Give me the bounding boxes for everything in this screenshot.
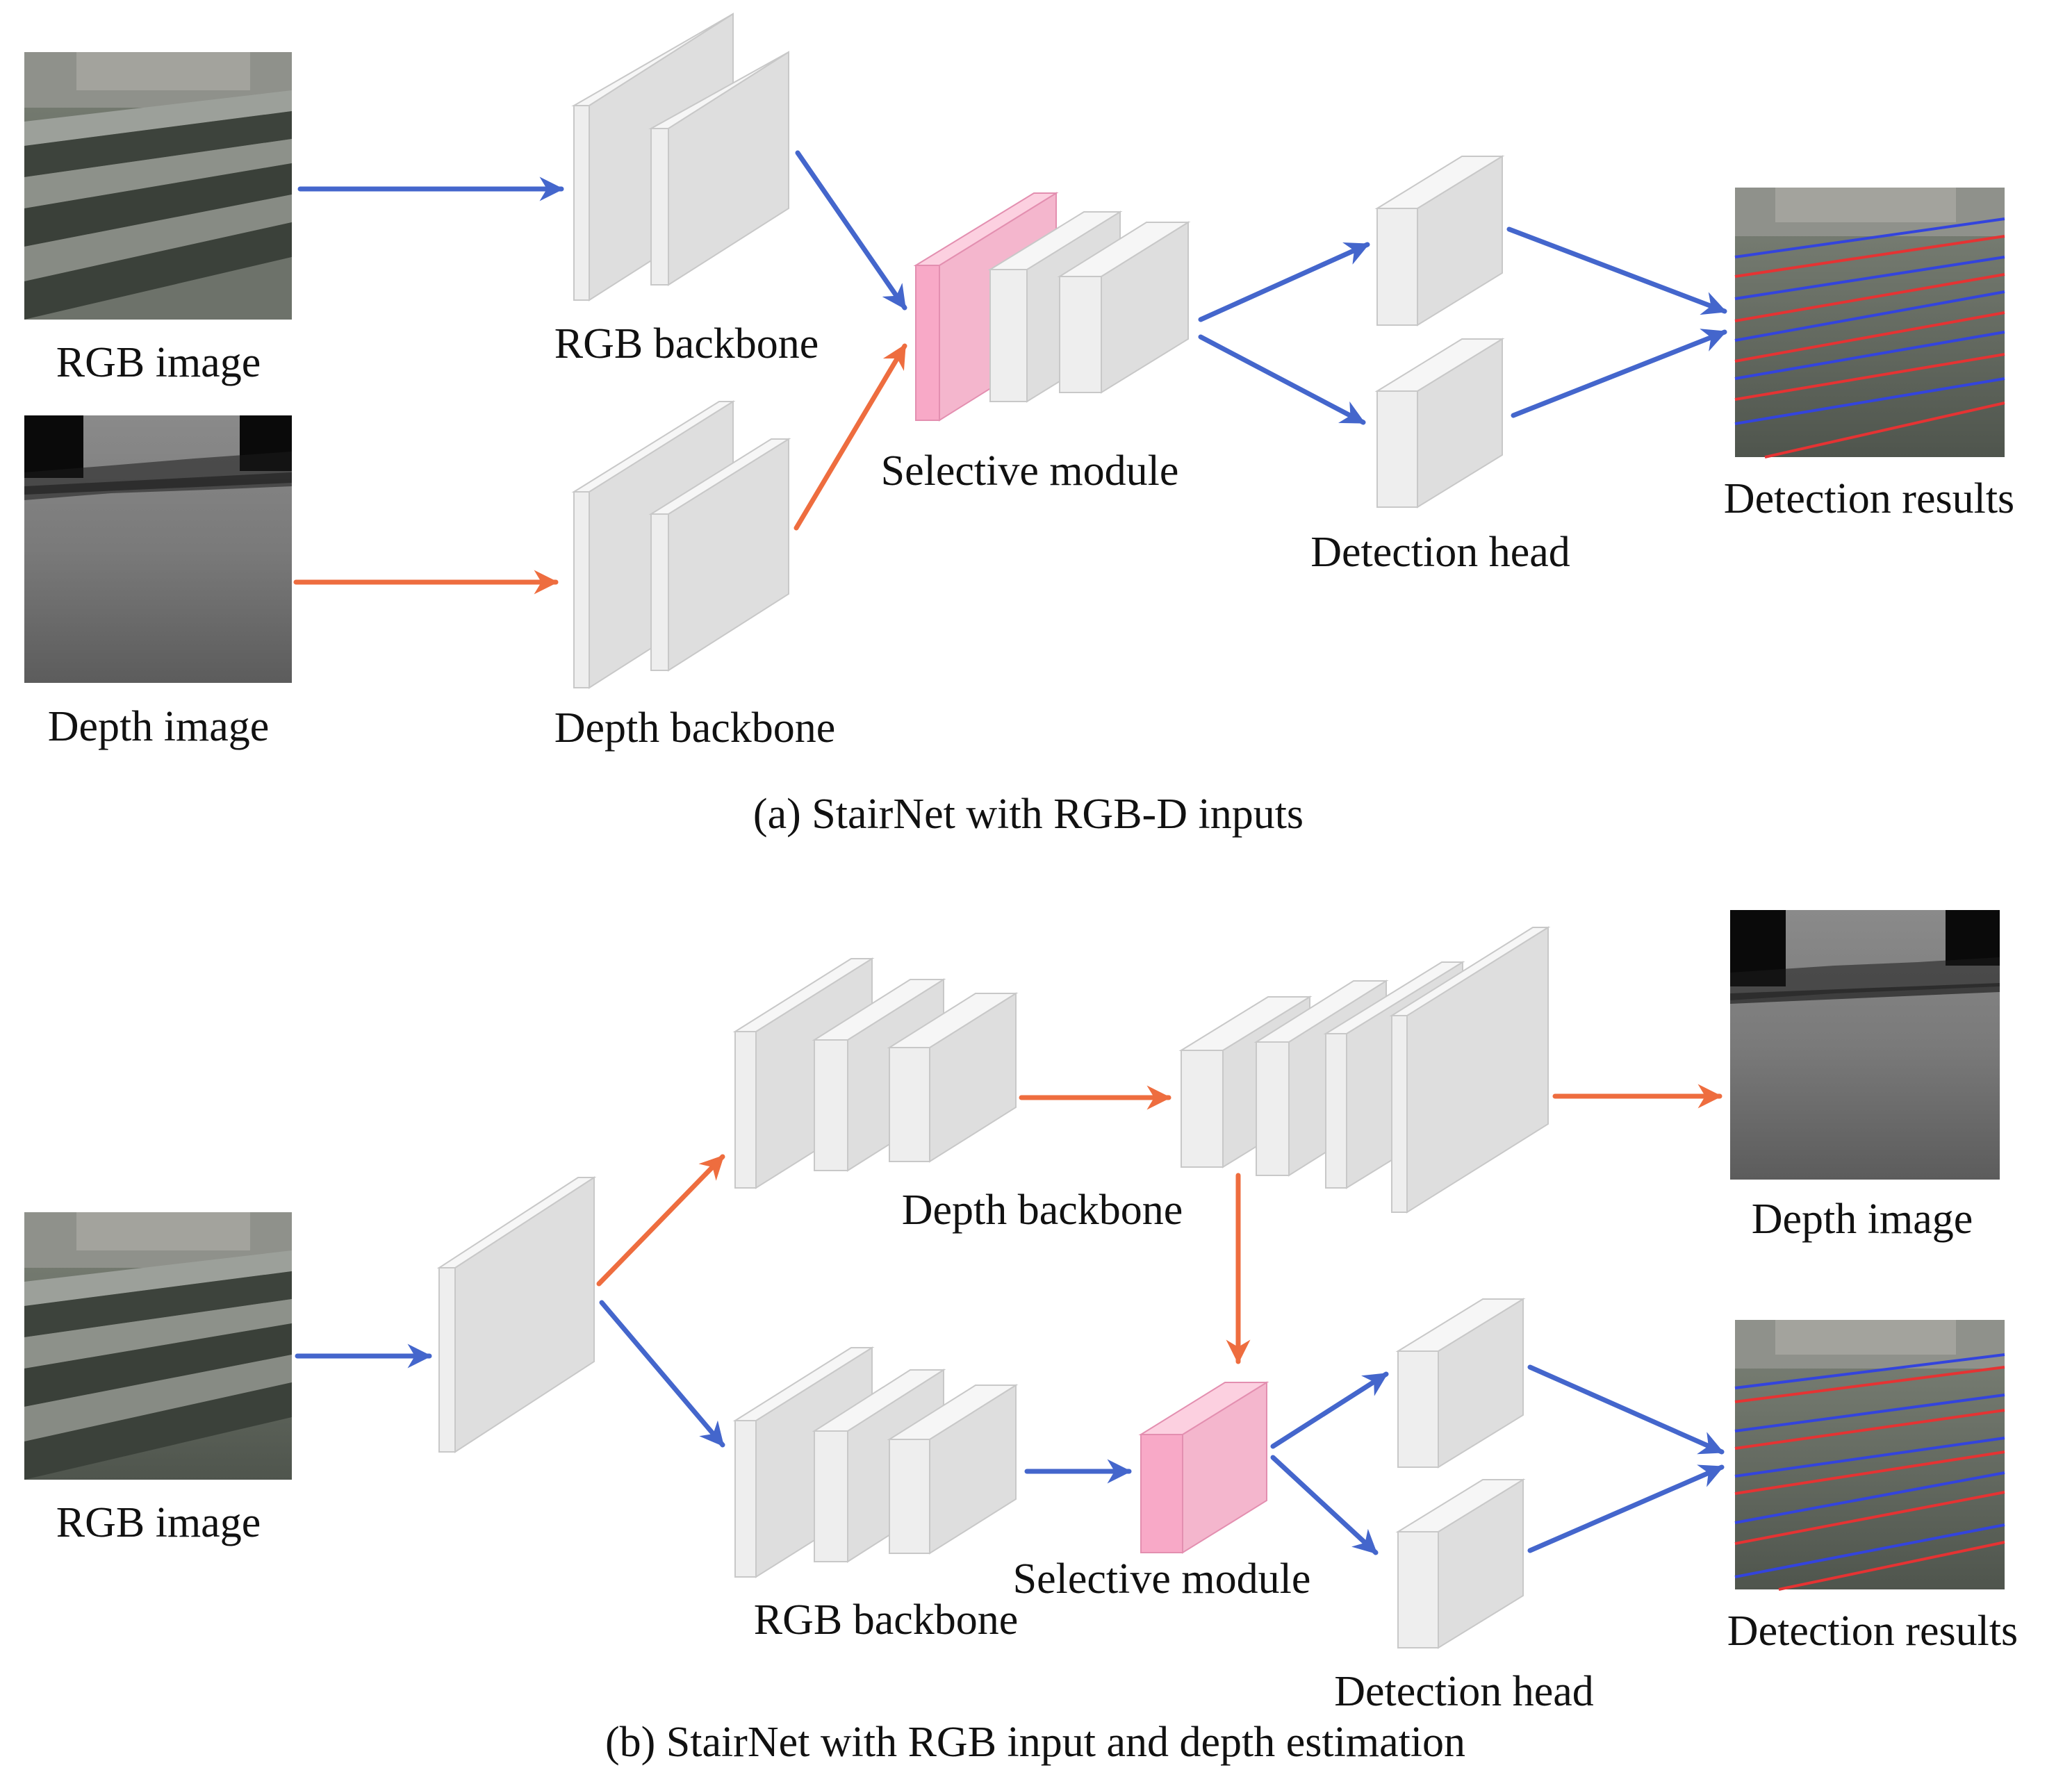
- arrow-head-bottom-to-results: [1527, 1464, 1725, 1553]
- rgb-backbone-label: RGB backbone: [554, 320, 819, 367]
- selective-module-label: Selective module: [1013, 1555, 1311, 1603]
- detection-head-label: Detection head: [1310, 529, 1570, 576]
- depth-backbone-block: [571, 400, 791, 689]
- arrow-selective-to-head-bottom: [1270, 1455, 1379, 1555]
- depth-backbone-block: [732, 957, 1019, 1189]
- detection-results-thumbnail: [1734, 1320, 2005, 1591]
- rgb-image-label: RGB image: [56, 1499, 261, 1546]
- rgb-image-thumbnail: [24, 52, 292, 320]
- selective-module-label: Selective module: [881, 447, 1179, 495]
- arrow-selective-to-head-top: [1270, 1371, 1389, 1449]
- arrow-rgb-backbone-to-selective: [795, 150, 907, 311]
- rgb-backbone-block: [732, 1346, 1019, 1578]
- detection-head-label: Detection head: [1334, 1668, 1594, 1715]
- rgb-backbone-label: RGB backbone: [754, 1596, 1019, 1644]
- rgb-image-thumbnail: [24, 1212, 292, 1480]
- depth-backbone-label: Depth backbone: [554, 704, 836, 752]
- stem-block: [436, 1176, 597, 1453]
- detection-head-block: [1374, 155, 1505, 509]
- panel-a-caption: (a) StairNet with RGB-D inputs: [753, 791, 1304, 838]
- arrow-stem-to-rgb-backbone: [599, 1300, 725, 1448]
- detection-results-label: Detection results: [1724, 475, 2014, 522]
- arrow-stem-to-depth-backbone: [596, 1154, 725, 1287]
- panel-b: RGB image Depth backbone: [24, 910, 2018, 1766]
- panel-a: RGB image Depth image RGB backbone: [24, 13, 2014, 838]
- depth-decoder-block: [1178, 926, 1551, 1214]
- arrow-selective-to-head-bottom: [1198, 334, 1366, 425]
- detection-results-label: Detection results: [1727, 1607, 2018, 1655]
- rgb-image-label: RGB image: [56, 339, 261, 386]
- arrow-head-top-to-results: [1527, 1364, 1725, 1455]
- depth-image-label: Depth image: [1752, 1196, 1973, 1243]
- arrow-head-bottom-to-results: [1511, 329, 1727, 418]
- detection-results-thumbnail: [1734, 188, 2005, 458]
- arrow-selective-to-head-top: [1198, 242, 1370, 322]
- depth-image-thumbnail: [1730, 910, 2000, 1180]
- depth-backbone-label: Depth backbone: [902, 1187, 1183, 1234]
- arrow-depth-backbone-to-selective: [794, 343, 907, 531]
- selective-module-block: [1138, 1381, 1269, 1554]
- rgb-backbone-block: [571, 13, 789, 301]
- selective-module-block: [913, 192, 1191, 422]
- arrow-head-top-to-results: [1506, 226, 1727, 315]
- panel-b-caption: (b) StairNet with RGB input and depth es…: [605, 1719, 1465, 1766]
- depth-image-thumbnail: [24, 415, 292, 683]
- depth-image-label: Depth image: [48, 703, 270, 750]
- detection-head-block: [1395, 1298, 1526, 1649]
